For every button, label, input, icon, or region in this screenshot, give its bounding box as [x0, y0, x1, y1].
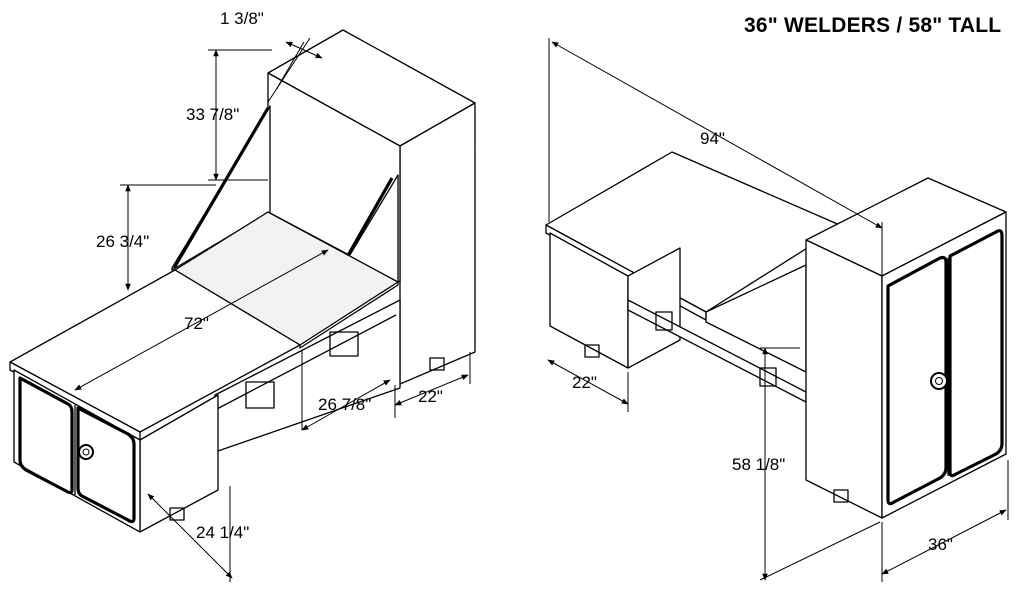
- left-dim-length: 72": [184, 314, 209, 333]
- right-tall-cabinet-front: [881, 211, 1007, 519]
- left-tall-cabinet-front: [399, 102, 476, 385]
- left-dim-depth: 22": [418, 387, 443, 406]
- left-frame-bracket-2: [329, 331, 359, 357]
- right-door-right: [948, 229, 1004, 478]
- left-dim-base-height: 24 1/4": [196, 523, 249, 542]
- right-dim-length: 94": [700, 129, 725, 148]
- left-dim-depth-inner: 26 7/8": [318, 395, 371, 414]
- left-door-left: [18, 376, 74, 495]
- left-dim-upper-height: 33 7/8": [186, 105, 239, 124]
- right-left-pedestal-side: [627, 247, 681, 369]
- right-door-handle-icon: [930, 372, 948, 390]
- left-door-handle-icon: [78, 444, 94, 460]
- right-dim-depth: 22": [572, 373, 597, 392]
- drawing-title: 36" WELDERS / 58" TALL: [744, 14, 1002, 37]
- left-isometric-view: 1 3/8" 33 7/8" 26 3/4" 72" 26 7/8" 22" 2…: [9, 9, 476, 582]
- left-dim-shelf-thickness: 1 3/8": [220, 9, 264, 28]
- right-door-left: [886, 255, 948, 506]
- right-isometric-view: 94" 22" 58 1/8" 36": [545, 38, 1009, 582]
- right-dim-width: 36": [928, 535, 953, 554]
- left-door-right: [76, 406, 136, 524]
- left-dim-lower-height: 26 3/4": [96, 232, 149, 251]
- right-tall-cabinet-side: [805, 239, 883, 519]
- left-left-panel-edge: [172, 107, 270, 269]
- right-dim-height: 58 1/8": [732, 455, 785, 474]
